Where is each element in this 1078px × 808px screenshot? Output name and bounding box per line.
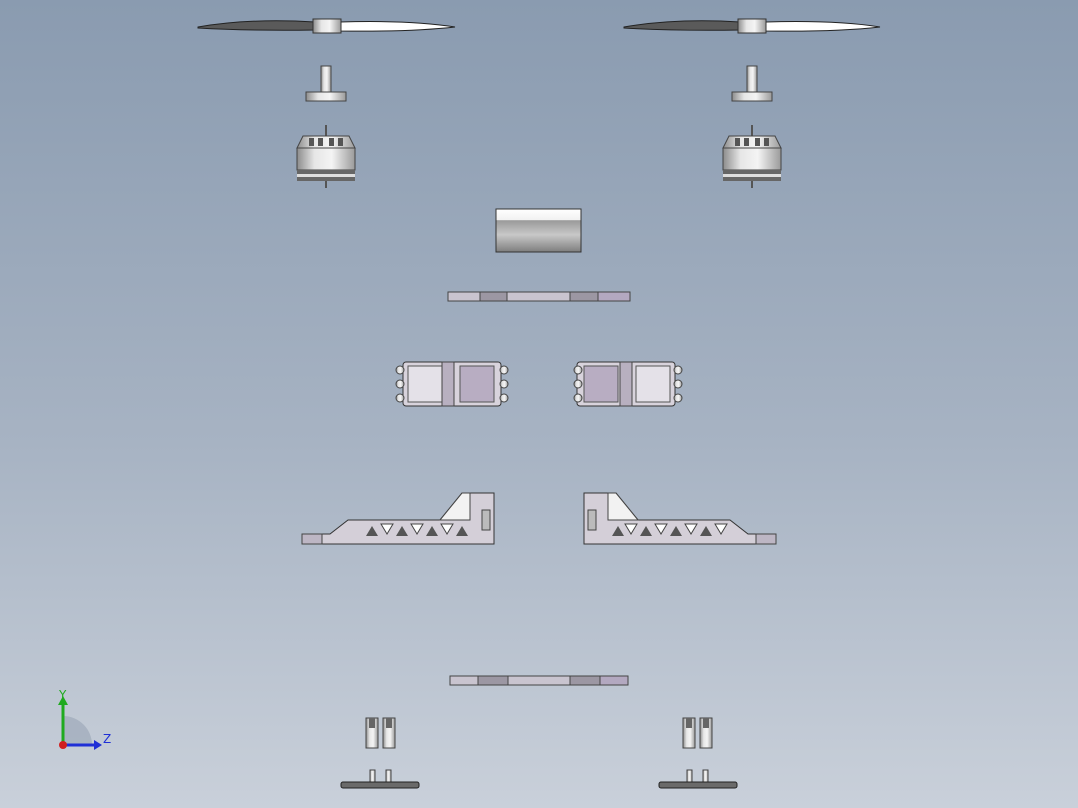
standoffs-left[interactable] [365,717,396,749]
esc-right[interactable] [573,361,683,407]
esc-left[interactable] [395,361,509,407]
z-axis-arrow [94,740,102,750]
x-axis-dot [59,741,67,749]
battery[interactable] [495,208,582,253]
bottom-plate[interactable] [449,675,629,686]
prop-adapter-right[interactable] [731,65,773,102]
foot-left[interactable] [340,769,420,789]
standoffs-right[interactable] [682,717,713,749]
triad-plane [63,716,92,745]
motor-left[interactable] [296,125,356,188]
arm-left[interactable] [301,492,495,545]
top-plate[interactable] [447,291,631,302]
propeller-left[interactable] [197,18,456,34]
motor-right[interactable] [722,125,782,188]
orientation-triad: Y Z [58,688,111,750]
foot-right[interactable] [658,769,738,789]
y-axis-arrow [58,696,68,705]
y-axis-label: Y [58,688,67,702]
propeller-right[interactable] [623,18,881,34]
arm-right[interactable] [583,492,777,545]
prop-adapter-left[interactable] [305,65,347,102]
z-axis-label: Z [103,732,111,746]
